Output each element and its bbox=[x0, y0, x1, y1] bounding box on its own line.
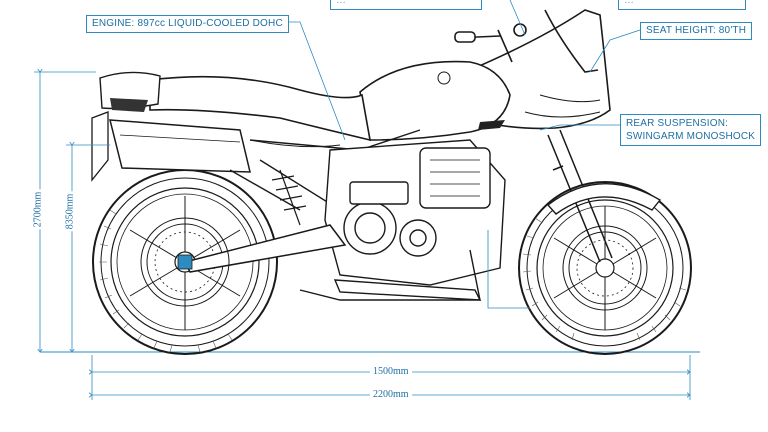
front-tread bbox=[522, 217, 687, 341]
front-brake-disc bbox=[562, 225, 648, 311]
seat bbox=[149, 75, 372, 142]
dimension-width-inner: 1500mm bbox=[370, 366, 412, 377]
tail-light bbox=[110, 98, 148, 112]
dimension-height-left: 2700mm bbox=[32, 189, 44, 230]
license-plate-holder bbox=[91, 111, 109, 182]
seat-height-callout: SEAT HEIGHT: 80'TH bbox=[640, 22, 753, 40]
rear-axle-block bbox=[177, 254, 193, 270]
rear-suspension-callout: REAR SUSPENSION: SWINGARM MONOSHOCK bbox=[620, 114, 762, 146]
muffler bbox=[109, 119, 251, 173]
muffler-line bbox=[119, 134, 241, 143]
front-wheel bbox=[518, 181, 692, 355]
top-right-partial-callout: … bbox=[618, 0, 746, 10]
rear-brake-disc bbox=[140, 217, 230, 307]
rear-suspension-line1: REAR SUSPENSION: bbox=[626, 118, 729, 129]
engine-block bbox=[324, 139, 506, 301]
dimension-width-outer: 2200mm bbox=[370, 389, 412, 400]
tank-vent bbox=[478, 120, 505, 130]
dimension-height-right: 8350mm bbox=[64, 191, 76, 232]
engine-callout: ENGINE: 897cc LIQUID-COOLED DOHC bbox=[86, 15, 289, 33]
rear-shock bbox=[271, 169, 307, 226]
rear-tread bbox=[99, 209, 233, 353]
top-left-partial-callout: … bbox=[330, 0, 482, 10]
fuel-tank bbox=[359, 60, 511, 141]
front-fender bbox=[546, 183, 662, 215]
rear-suspension-line2: SWINGARM MONOSHOCK bbox=[626, 131, 756, 142]
side-panel-line bbox=[249, 139, 341, 148]
tank-emblem bbox=[437, 71, 451, 85]
exhaust-header bbox=[299, 249, 481, 301]
